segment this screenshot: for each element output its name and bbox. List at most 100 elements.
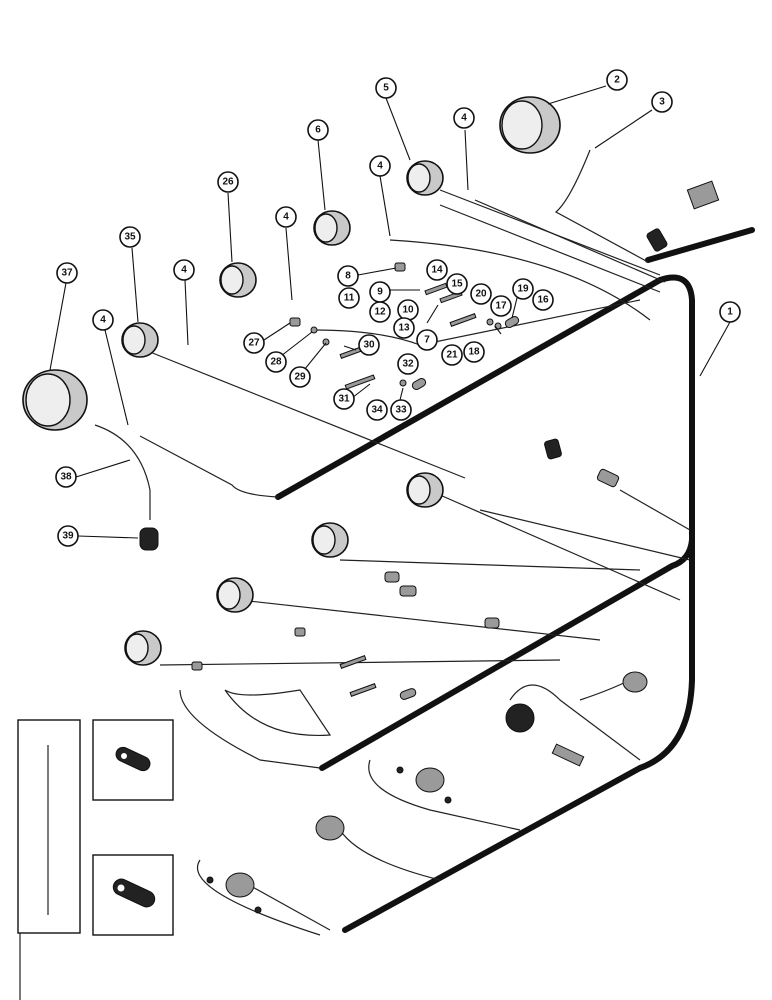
callout-17: 17 (490, 295, 512, 317)
svg-text:11: 11 (344, 293, 355, 304)
gauge-lower-2 (311, 522, 349, 558)
gauge-5 (406, 160, 444, 196)
connector-part (384, 571, 400, 583)
inset-panel-left (17, 719, 81, 934)
svg-text:15: 15 (451, 279, 463, 290)
callout-21: 21 (441, 344, 463, 366)
callout-15: 15 (446, 273, 468, 295)
svg-text:4: 4 (377, 161, 383, 172)
callout-19: 19 (512, 278, 534, 300)
nut-part (254, 906, 262, 914)
small-parts (94, 180, 720, 914)
svg-text:14: 14 (431, 265, 443, 276)
switch-part (686, 180, 720, 210)
svg-text:4: 4 (181, 265, 187, 276)
callout-34: 34 (366, 399, 388, 421)
svg-text:7: 7 (424, 335, 430, 346)
sleeve-part (339, 655, 367, 669)
callout-38: 38 (55, 466, 77, 488)
switch-part (315, 815, 345, 841)
callout-32: 32 (397, 353, 419, 375)
callout-5: 5 (375, 77, 397, 99)
svg-text:1: 1 (727, 307, 733, 318)
svg-text:37: 37 (61, 268, 73, 279)
lamp-part (505, 703, 535, 733)
callout-29: 29 (289, 366, 311, 388)
callout-8: 8 (337, 265, 359, 287)
svg-text:4: 4 (283, 212, 289, 223)
callout-leaders (49, 85, 731, 539)
svg-text:30: 30 (363, 340, 375, 351)
svg-text:35: 35 (124, 232, 136, 243)
washer-part (399, 379, 407, 387)
callout-11: 11 (338, 287, 360, 309)
callout-37: 37 (56, 262, 78, 284)
gauge-lower-3 (216, 577, 254, 613)
gauge-26 (219, 262, 257, 298)
callout-4: 4 (275, 206, 297, 228)
callout-35: 35 (119, 226, 141, 248)
svg-text:21: 21 (446, 350, 458, 361)
callout-7: 7 (416, 329, 438, 351)
washer-part (322, 338, 330, 346)
svg-text:20: 20 (475, 289, 487, 300)
svg-text:17: 17 (495, 301, 507, 312)
nut-part (206, 876, 214, 884)
svg-text:27: 27 (248, 338, 260, 349)
callout-3: 3 (651, 91, 673, 113)
gauge-lower-4 (124, 630, 162, 666)
svg-text:3: 3 (659, 97, 665, 108)
branch-wires (19, 149, 691, 1000)
svg-text:10: 10 (402, 305, 414, 316)
elbow-part (504, 316, 520, 328)
svg-text:4: 4 (100, 315, 106, 326)
svg-text:8: 8 (345, 271, 351, 282)
flasher-part (551, 743, 585, 767)
svg-text:13: 13 (398, 323, 410, 334)
svg-text:31: 31 (338, 394, 350, 405)
svg-text:12: 12 (374, 307, 386, 318)
callout-20: 20 (470, 283, 492, 305)
washer-part (310, 326, 318, 334)
callout-4: 4 (173, 259, 195, 281)
callout-1: 1 (719, 301, 741, 323)
sleeve-part (344, 374, 376, 390)
svg-text:28: 28 (270, 357, 282, 368)
svg-text:4: 4 (461, 113, 467, 124)
callout-14: 14 (426, 259, 448, 281)
bulb-socket-part (394, 262, 406, 272)
svg-text:5: 5 (383, 83, 389, 94)
tachometer-cable (94, 424, 151, 520)
connector-part (399, 688, 417, 700)
bulb-socket-part (289, 317, 301, 327)
svg-text:34: 34 (371, 405, 383, 416)
washer-part (486, 318, 494, 326)
svg-text:33: 33 (395, 405, 407, 416)
sleeve-part (449, 313, 477, 327)
svg-text:38: 38 (60, 472, 72, 483)
svg-text:2: 2 (614, 75, 620, 86)
main-harness (275, 227, 755, 933)
callout-33: 33 (390, 399, 412, 421)
switch-part (415, 767, 445, 793)
gauge-6 (313, 210, 351, 246)
svg-text:18: 18 (468, 347, 480, 358)
sleeve-part (424, 282, 448, 296)
svg-text:19: 19 (517, 284, 529, 295)
connector-part (294, 627, 306, 637)
connector-part (399, 585, 417, 597)
gauge-37 (22, 369, 88, 431)
connector-part (484, 617, 500, 629)
callout-4: 4 (92, 309, 114, 331)
connector-plug-part (646, 228, 668, 252)
callout-4: 4 (369, 155, 391, 177)
callout-13: 13 (393, 317, 415, 339)
callout-39: 39 (57, 525, 79, 547)
nut-part (396, 766, 404, 774)
svg-text:26: 26 (222, 177, 234, 188)
callout-18: 18 (463, 341, 485, 363)
svg-text:9: 9 (377, 287, 383, 298)
gauge-2 (499, 96, 561, 154)
switch-part (225, 872, 255, 898)
